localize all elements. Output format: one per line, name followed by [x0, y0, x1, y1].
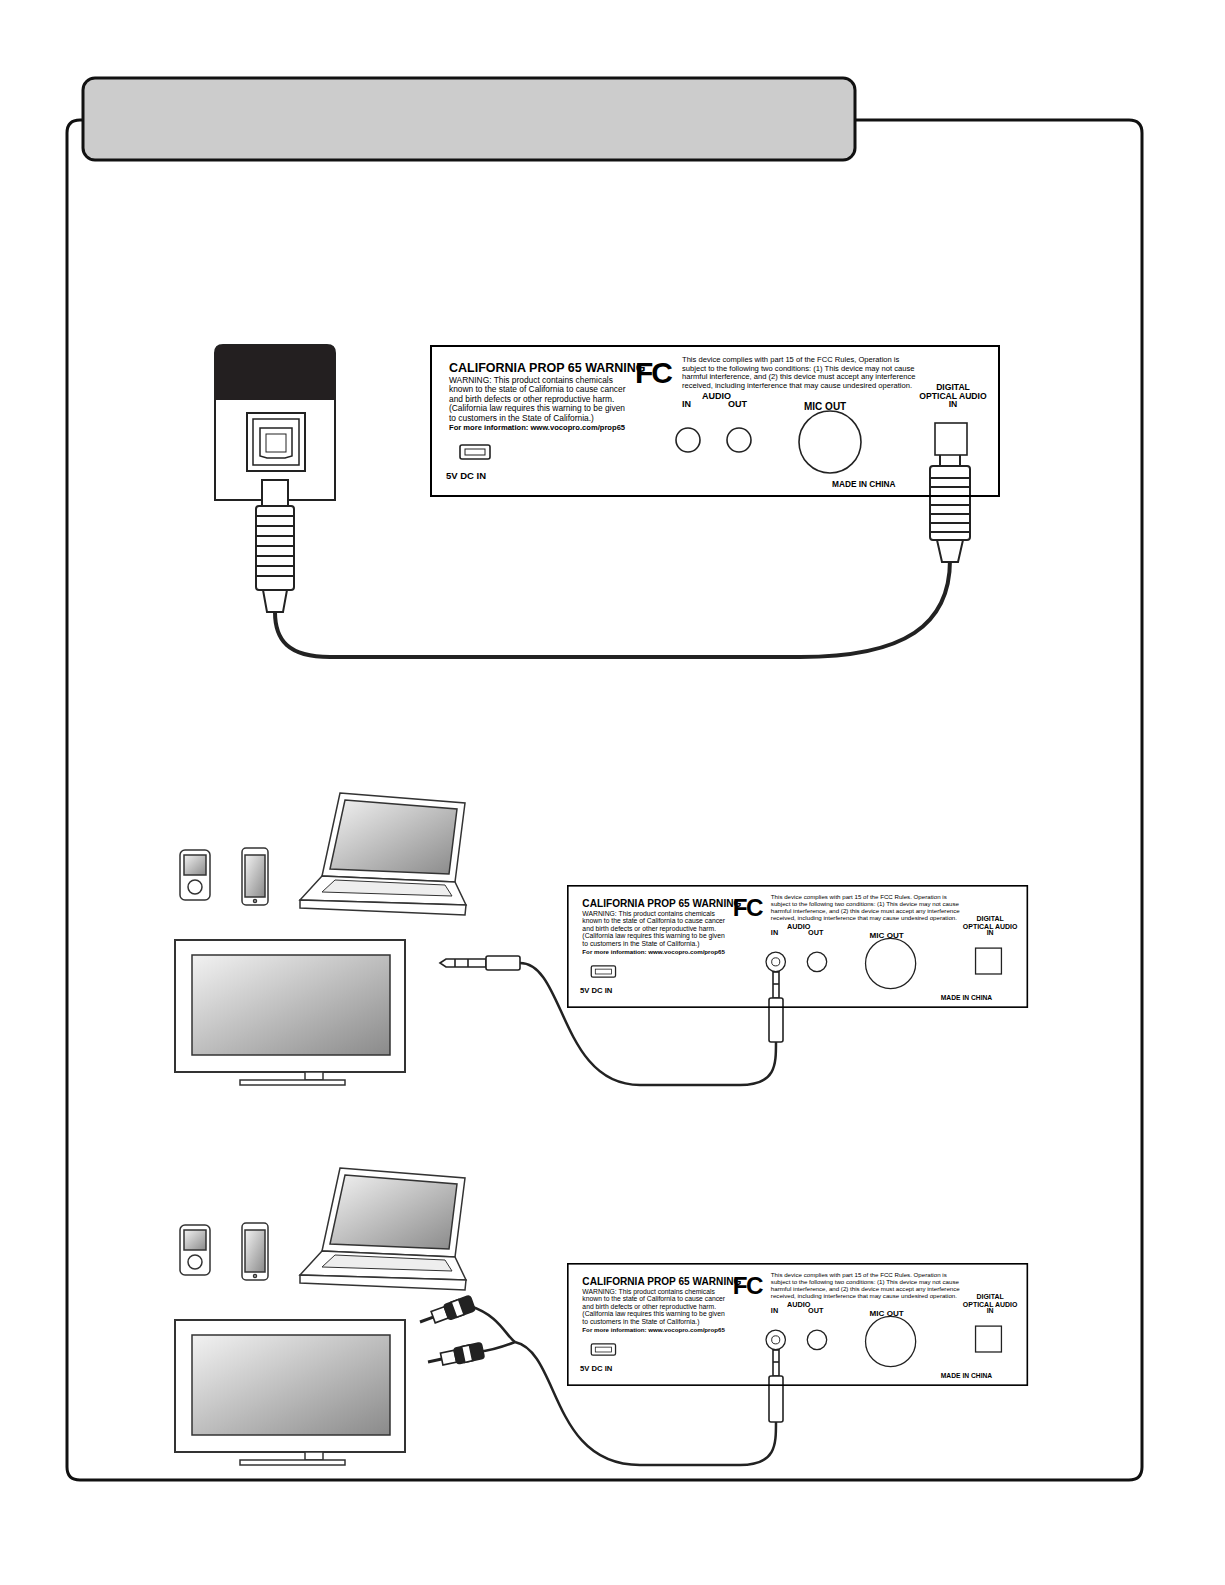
optical-source-device [215, 345, 335, 500]
warning-heading: CALIFORNIA PROP 65 WARNING [582, 898, 752, 909]
source-devices [175, 1168, 466, 1465]
jack-label: AUDIO [702, 391, 731, 401]
optical-cable [256, 430, 970, 657]
rear-panel: CALIFORNIA PROP 65 WARNINGWARNING: This … [567, 885, 1028, 1008]
jack-label: AUDIO [787, 922, 810, 930]
jack-label: DIGITAL OPTICAL AUDIO IN [961, 1294, 1019, 1315]
panel-ground [567, 1263, 1028, 1386]
jack-label: MIC OUT [870, 1308, 904, 1317]
jack-label: IN [682, 399, 691, 409]
warning-heading: CALIFORNIA PROP 65 WARNING [582, 1276, 752, 1287]
rear-panel: CALIFORNIA PROP 65 WARNINGWARNING: This … [430, 345, 1000, 497]
panel-ground [430, 345, 1000, 497]
jack-label: MIC OUT [804, 401, 846, 412]
warning-text: WARNING: This product contains chemicals… [449, 376, 631, 423]
origin-label: MADE IN CHINA [941, 1372, 992, 1380]
jack-label: IN [771, 1307, 778, 1315]
jack-label: OUT [728, 399, 747, 409]
warning-text: WARNING: This product contains chemicals… [582, 910, 729, 948]
jack-label: DIGITAL OPTICAL AUDIO IN [917, 383, 989, 409]
jack-label: DIGITAL OPTICAL AUDIO IN [961, 916, 1019, 937]
warning-heading: CALIFORNIA PROP 65 WARNING [449, 361, 659, 375]
fcc-text: This device complies with part 15 of the… [771, 1272, 962, 1300]
jack-label: MIC OUT [870, 930, 904, 939]
jack-label: IN [771, 929, 778, 937]
info-url: For more information: www.vocopro.com/pr… [449, 424, 659, 433]
page-frame [67, 120, 1142, 1480]
header-tab [83, 78, 855, 160]
fcc-logo: FC [733, 1274, 770, 1298]
jack-label: OUT [808, 929, 823, 937]
fcc-text: This device complies with part 15 of the… [771, 894, 962, 922]
jack-label: 5V DC IN [580, 987, 612, 996]
jack-label: 5V DC IN [580, 1365, 612, 1374]
jack-label: AUDIO [787, 1300, 810, 1308]
origin-label: MADE IN CHINA [832, 480, 896, 489]
source-devices [175, 793, 466, 1085]
rear-panel: CALIFORNIA PROP 65 WARNINGWARNING: This … [567, 1263, 1028, 1386]
warning-text: WARNING: This product contains chemicals… [582, 1288, 729, 1326]
panel-ground [567, 885, 1028, 1008]
info-url: For more information: www.vocopro.com/pr… [582, 949, 752, 956]
fcc-text: This device complies with part 15 of the… [682, 356, 918, 390]
jack-label: 5V DC IN [446, 471, 486, 482]
stereo-mini-cable [440, 956, 783, 1085]
fcc-logo: FC [733, 896, 770, 920]
origin-label: MADE IN CHINA [941, 994, 992, 1002]
fcc-logo: FC [635, 358, 681, 388]
info-url: For more information: www.vocopro.com/pr… [582, 1327, 752, 1334]
jack-label: OUT [808, 1307, 823, 1315]
